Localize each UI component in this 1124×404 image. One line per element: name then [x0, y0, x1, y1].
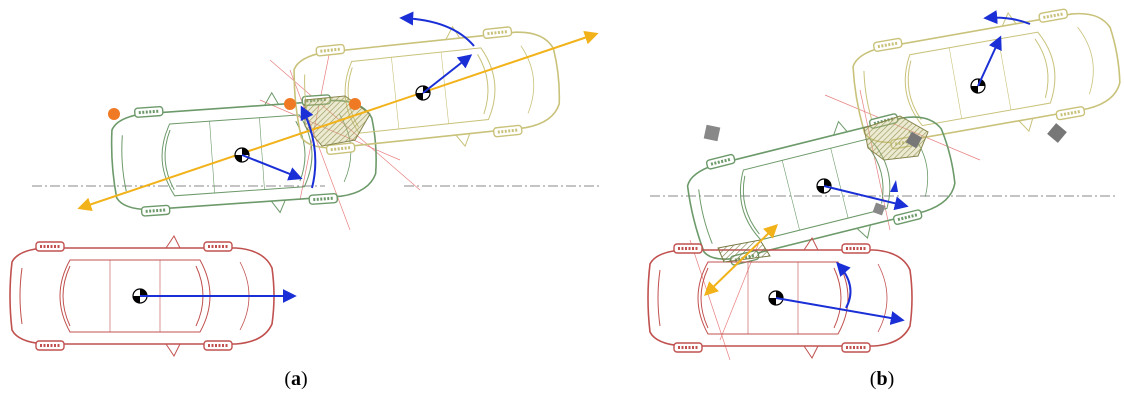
debris-marker — [905, 131, 923, 149]
panel-caption-a: (a) — [284, 368, 308, 390]
velocity-vector-green — [241, 154, 303, 181]
panel-b — [646, 0, 1124, 361]
contact-point-marker — [349, 98, 361, 110]
rotation-arrow-yellow — [983, 10, 1031, 25]
crush-zone — [717, 239, 771, 263]
velocity-vector-red — [775, 297, 905, 325]
debris-marker — [872, 202, 886, 216]
rotation-arrow-green — [300, 105, 317, 189]
contact-point-marker — [284, 98, 296, 110]
crush-zone — [863, 115, 929, 161]
velocity-vector-yellow — [977, 35, 1002, 87]
debris-marker — [703, 124, 721, 142]
panel-caption-b: (b) — [869, 368, 895, 390]
velocity-vector-yellow — [422, 54, 473, 94]
velocity-vector-green — [823, 185, 909, 211]
debris-marker — [1047, 123, 1067, 143]
rotation-arrow-yellow — [399, 11, 475, 47]
rotation-arrow-red — [836, 261, 852, 309]
contact-point-marker — [108, 108, 120, 120]
direction-marker — [890, 180, 898, 192]
impulse-direction-arrow — [703, 224, 779, 296]
impulse-direction-arrow — [77, 30, 599, 212]
panel-a — [8, 11, 602, 358]
